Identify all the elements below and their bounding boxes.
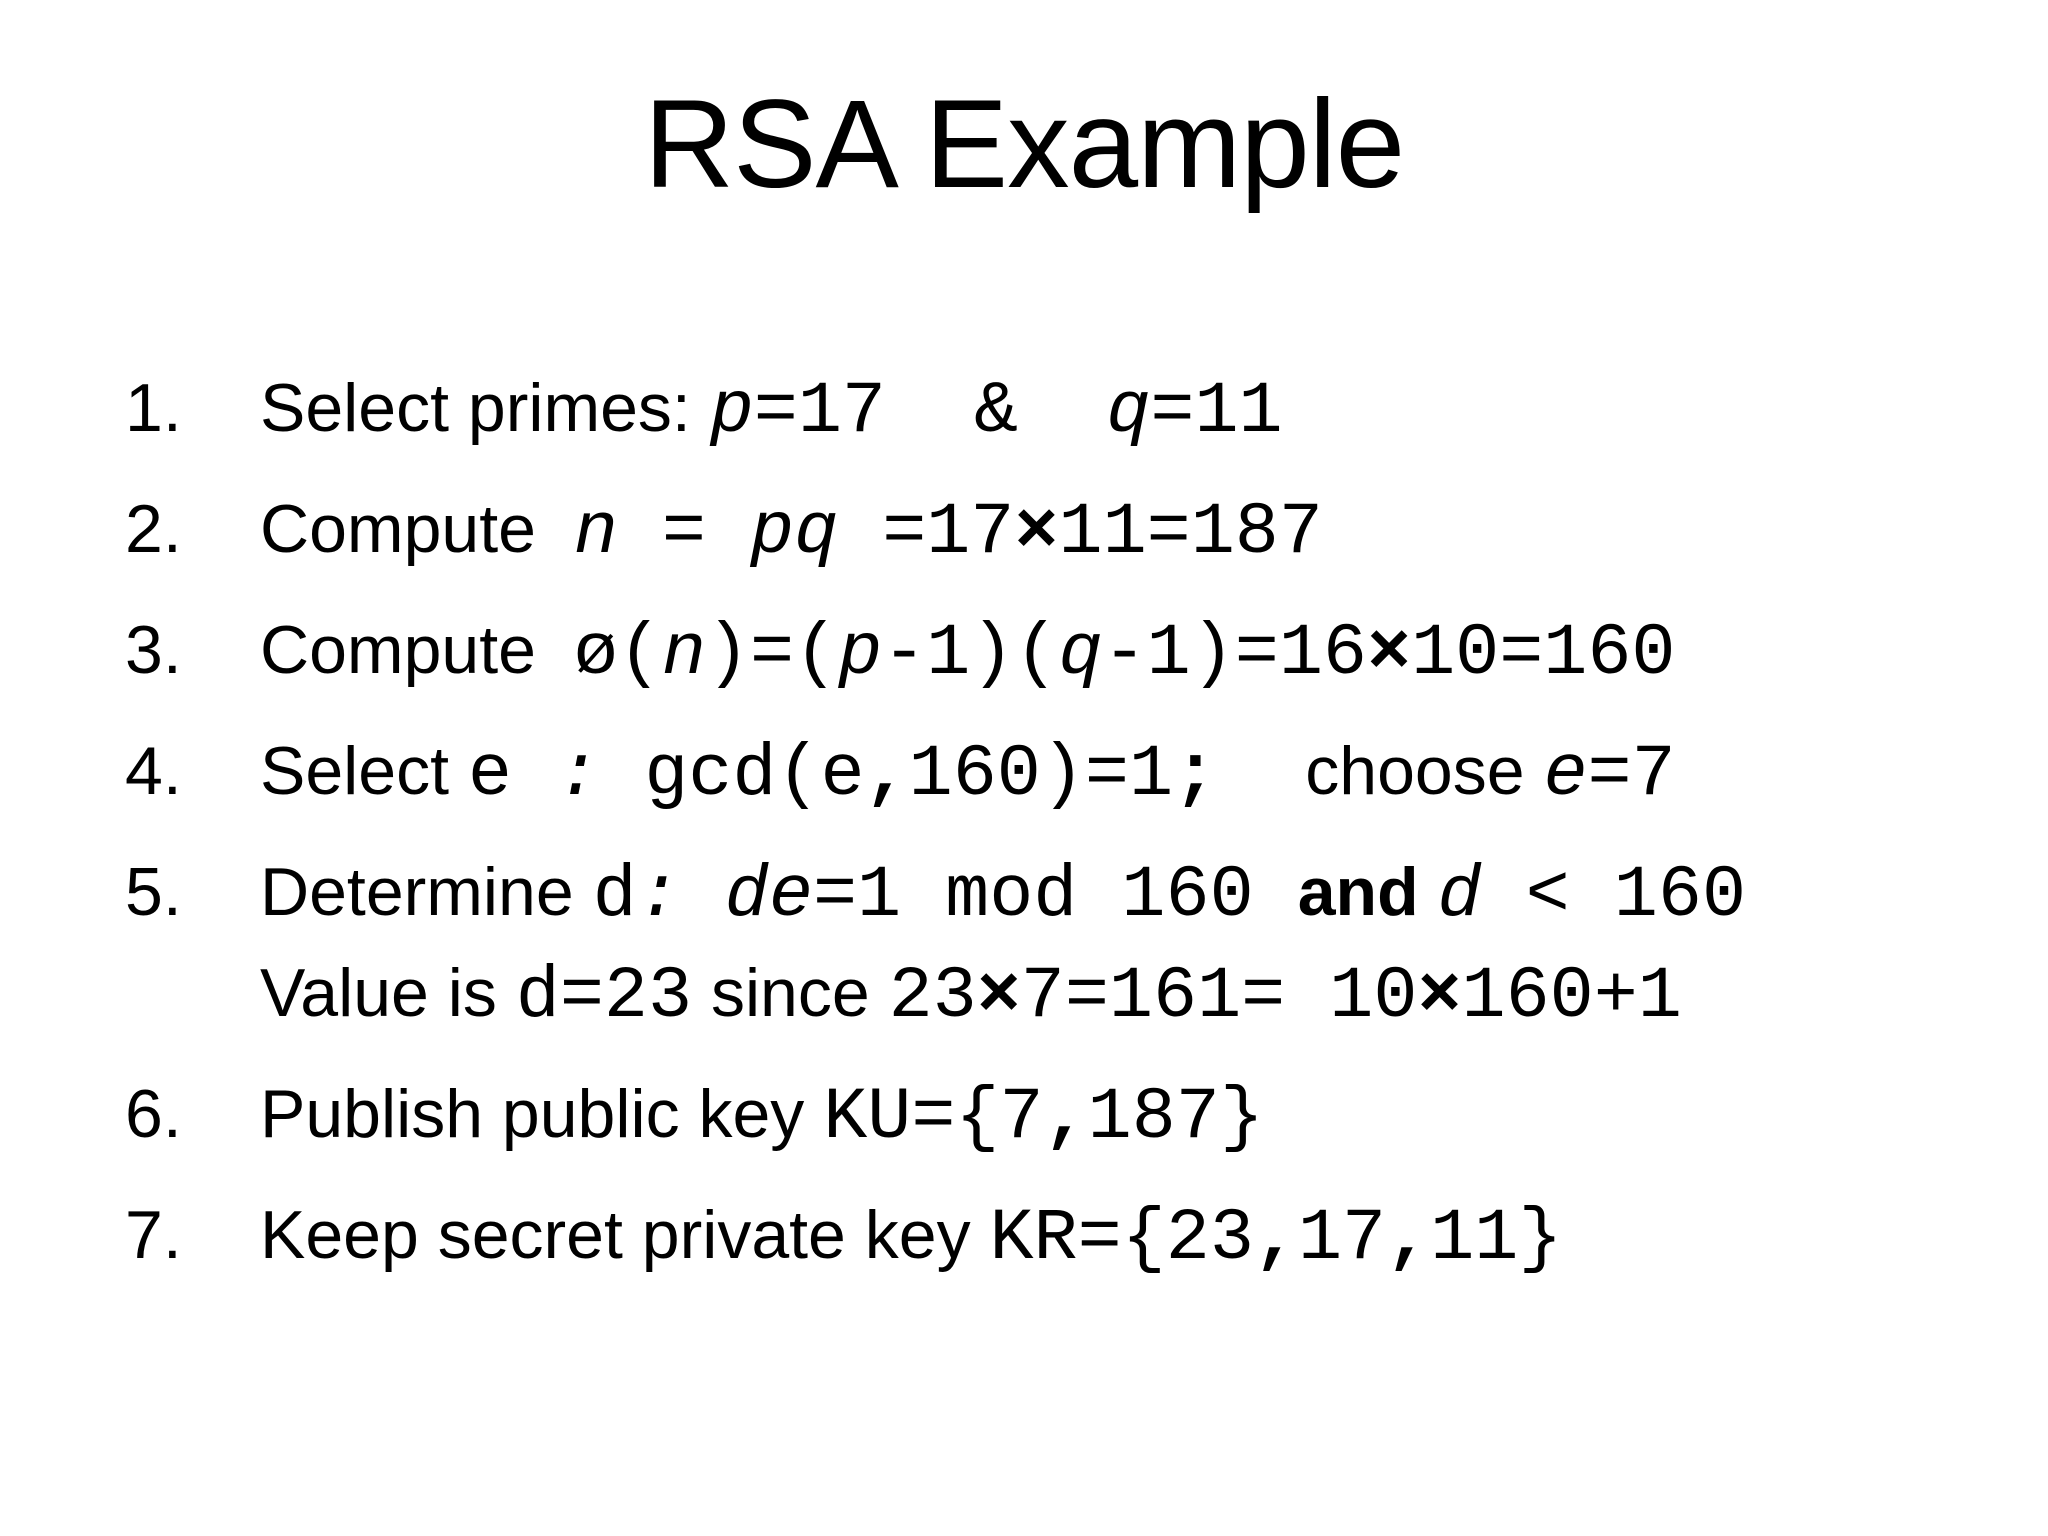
text-line: Select primes: p=17 & q=11	[260, 360, 1283, 461]
text-run: e	[1543, 734, 1588, 817]
text-run: d	[592, 855, 637, 938]
text-run: ,	[1386, 1198, 1431, 1281]
text-run: KR={23	[989, 1198, 1254, 1281]
text-run: =17 &	[753, 371, 1107, 454]
text-line: Compute n = pq =17×11=187	[260, 481, 1323, 582]
list-item-text: Keep secret private key KR={23,17,11}	[260, 1187, 1562, 1288]
text-run: =7	[1587, 734, 1676, 817]
text-run: =17	[838, 492, 1015, 575]
list-item: 4.Select e : gcd(e,160)=1; choose e=7	[125, 723, 1988, 824]
text-run: e	[467, 734, 512, 817]
text-run: Select	[260, 733, 468, 809]
text-run: d	[1437, 855, 1482, 938]
text-run: and	[1297, 854, 1438, 930]
list-item-number: 2.	[125, 491, 182, 567]
text-run	[681, 855, 725, 938]
text-run: choose	[1305, 733, 1544, 809]
text-run: -1)=16	[1102, 613, 1367, 696]
text-line: Value is d=23 since 23×7=161= 10×160+1	[260, 945, 1746, 1046]
text-run: KU={7	[823, 1077, 1044, 1160]
list-item: 7.Keep secret private key KR={23,17,11}	[125, 1187, 1988, 1288]
text-run: ;	[1173, 734, 1218, 817]
text-run: de	[724, 855, 813, 938]
text-run: =11	[1150, 371, 1283, 454]
text-run: :	[511, 734, 645, 817]
list-item-number: 4.	[125, 733, 182, 809]
text-run: )=(	[705, 613, 839, 696]
text-run: ,	[1253, 1198, 1298, 1281]
list-item-text: Compute ø(n)=(p-1)(q-1)=16×10=160	[260, 602, 1676, 703]
text-run: gcd(e	[644, 734, 865, 817]
text-run: n	[661, 613, 706, 696]
text-run: < 160	[1481, 855, 1747, 938]
text-run: 11}	[1430, 1198, 1563, 1281]
text-run: Compute	[260, 491, 574, 567]
text-run: Value is	[260, 955, 516, 1031]
text-run: Determine	[260, 854, 593, 930]
text-run: 7=161= 10	[1020, 956, 1418, 1039]
text-run: ø(	[573, 613, 662, 696]
list-item-number: 3.	[125, 612, 182, 688]
text-run: ,	[864, 734, 909, 817]
text-line: Compute ø(n)=(p-1)(q-1)=16×10=160	[260, 602, 1676, 703]
text-run: ,	[1043, 1077, 1088, 1160]
text-run: d=23	[515, 956, 693, 1039]
list-item-number: 7.	[125, 1197, 182, 1273]
text-line: Determine d: de=1 mod 160 and d < 160	[260, 844, 1746, 945]
text-run: p	[838, 613, 883, 696]
text-run: 160)=1	[908, 734, 1174, 817]
text-run: ×	[1367, 613, 1412, 696]
slide-title: RSA Example	[643, 75, 1405, 214]
list-item: 6. Publish public key KU={7,187}	[125, 1066, 1988, 1167]
text-run: 10=160	[1411, 613, 1676, 696]
text-run: =	[617, 492, 750, 575]
text-run	[1217, 734, 1305, 817]
text-run: Publish public key	[260, 1076, 824, 1152]
text-run: 11=187	[1058, 492, 1323, 575]
text-run: 160+1	[1461, 956, 1682, 1039]
text-run: -1)(	[882, 613, 1059, 696]
text-run: p	[709, 371, 754, 454]
text-run: Keep secret private key	[260, 1197, 990, 1273]
text-run: ×	[1417, 956, 1462, 1039]
text-run: q	[1106, 371, 1151, 454]
list-item-number: 5.	[125, 854, 182, 930]
text-run: q	[1058, 613, 1103, 696]
text-run: ×	[976, 956, 1021, 1039]
text-run: Select primes:	[260, 370, 710, 446]
text-run: Compute	[260, 612, 574, 688]
text-run: n	[573, 492, 618, 575]
list-item: 1. Select primes: p=17 & q=11	[125, 360, 1988, 461]
list-item-text: Select primes: p=17 & q=11	[260, 360, 1283, 461]
list-item-text: Select e : gcd(e,160)=1; choose e=7	[260, 723, 1676, 824]
text-line: Publish public key KU={7,187}	[260, 1066, 1264, 1167]
list-item: 2. Compute n = pq =17×11=187	[125, 481, 1988, 582]
text-run: :	[636, 855, 681, 938]
text-line: Select e : gcd(e,160)=1; choose e=7	[260, 723, 1676, 824]
text-run: 23	[888, 956, 977, 1039]
text-run: pq	[750, 492, 839, 575]
text-line: Keep secret private key KR={23,17,11}	[260, 1187, 1562, 1288]
list-item-number: 1.	[125, 370, 182, 446]
list-item: 3. Compute ø(n)=(p-1)(q-1)=16×10=160	[125, 602, 1988, 703]
text-run: 187}	[1087, 1077, 1264, 1160]
list-item-text: Compute n = pq =17×11=187	[260, 481, 1323, 582]
text-run: 17	[1297, 1198, 1387, 1281]
text-run: =1 mod 160	[812, 855, 1298, 938]
text-run: ×	[1014, 492, 1059, 575]
list-item-number: 6.	[125, 1076, 182, 1152]
text-run: since	[692, 955, 889, 1031]
list-item-text: Publish public key KU={7,187}	[260, 1066, 1264, 1167]
